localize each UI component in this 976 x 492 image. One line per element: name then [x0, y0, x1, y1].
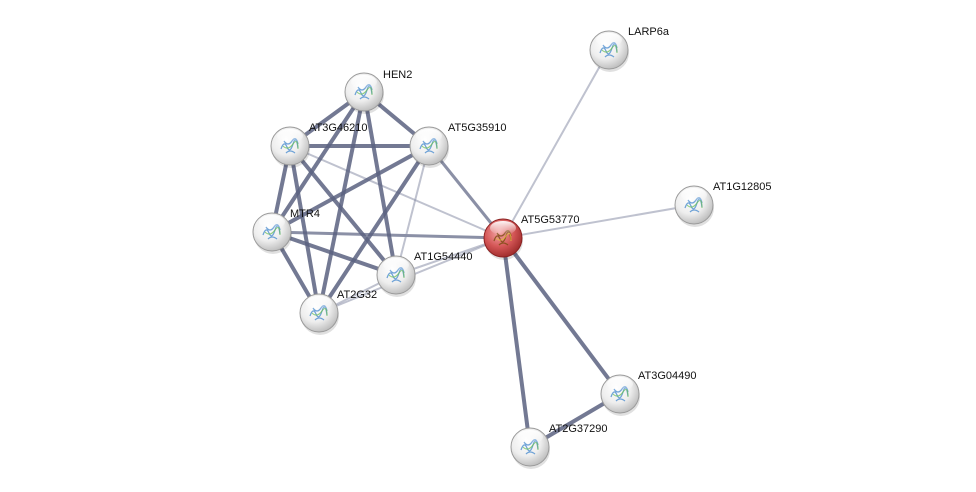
node-label: AT3G46210: [309, 122, 368, 134]
node-gloss: [306, 296, 332, 310]
node-gloss: [277, 129, 303, 143]
protein-structure-icon: [264, 226, 281, 236]
node-gloss: [416, 129, 442, 143]
edge-at5g53770-at5g35910[interactable]: [427, 144, 505, 240]
node-mtr4[interactable]: MTR4: [252, 208, 320, 254]
node-at1g12805[interactable]: AT1G12805: [674, 181, 772, 227]
protein-structure-icon: [421, 140, 438, 150]
edge-at5g53770-at1g12805[interactable]: [502, 204, 695, 239]
protein-structure-icon: [612, 388, 629, 398]
edge-hen2-mtr4[interactable]: [270, 90, 366, 234]
edge-mtr4-at1g54440[interactable]: [270, 230, 398, 277]
edge-hen2-at1g54440[interactable]: [362, 90, 398, 277]
node-label: AT3G04490: [638, 370, 697, 382]
edge-at5g53770-at2g37290[interactable]: [501, 236, 532, 449]
edge-at5g35910-mtr4[interactable]: [270, 144, 431, 234]
node-at1g54440[interactable]: AT1G54440: [376, 251, 473, 297]
node-label: HEN2: [383, 69, 412, 81]
protein-structure-icon: [282, 140, 299, 150]
node-larp6a[interactable]: LARP6a: [589, 26, 670, 72]
edge-at5g53770-larp6a[interactable]: [502, 49, 610, 239]
node-gloss: [490, 221, 516, 235]
edge-hen2-at2g32[interactable]: [317, 90, 366, 315]
node-gloss: [607, 377, 633, 391]
node-hen2[interactable]: HEN2: [344, 69, 412, 114]
edge-at5g53770-at3g04490[interactable]: [501, 236, 622, 396]
node-gloss: [596, 33, 622, 47]
protein-structure-icon: [686, 199, 703, 209]
node-gloss: [351, 75, 377, 89]
node-label: AT2G32: [337, 289, 377, 301]
protein-structure-icon: [601, 44, 618, 54]
node-gloss: [517, 430, 543, 444]
node-label: AT1G54440: [414, 251, 473, 263]
node-at2g37290[interactable]: AT2G37290: [510, 423, 608, 469]
node-at2g32[interactable]: AT2G32: [299, 289, 377, 335]
node-at5g53770[interactable]: AT5G53770: [483, 214, 580, 260]
edge-at5g35910-at2g32[interactable]: [317, 144, 431, 315]
protein-structure-icon: [522, 441, 539, 451]
protein-structure-icon: [356, 86, 373, 96]
node-label: AT5G35910: [448, 122, 507, 134]
node-at3g04490[interactable]: AT3G04490: [600, 370, 697, 416]
edge-at5g35910-at1g54440[interactable]: [395, 145, 430, 276]
node-label: AT1G12805: [713, 181, 772, 193]
node-gloss: [259, 215, 285, 229]
node-label: LARP6a: [628, 26, 670, 38]
protein-structure-icon: [495, 232, 512, 242]
edge-at3g46210-at1g54440[interactable]: [288, 144, 398, 277]
node-at5g35910[interactable]: AT5G35910: [409, 122, 507, 168]
node-label: AT5G53770: [521, 214, 580, 226]
edge-at3g46210-at2g32[interactable]: [288, 144, 321, 315]
node-gloss: [383, 258, 409, 272]
node-label: AT2G37290: [549, 423, 608, 435]
node-at3g46210[interactable]: AT3G46210: [270, 122, 368, 168]
protein-structure-icon: [388, 269, 405, 279]
node-gloss: [681, 188, 707, 202]
protein-structure-icon: [311, 307, 328, 317]
node-label: MTR4: [290, 208, 320, 220]
